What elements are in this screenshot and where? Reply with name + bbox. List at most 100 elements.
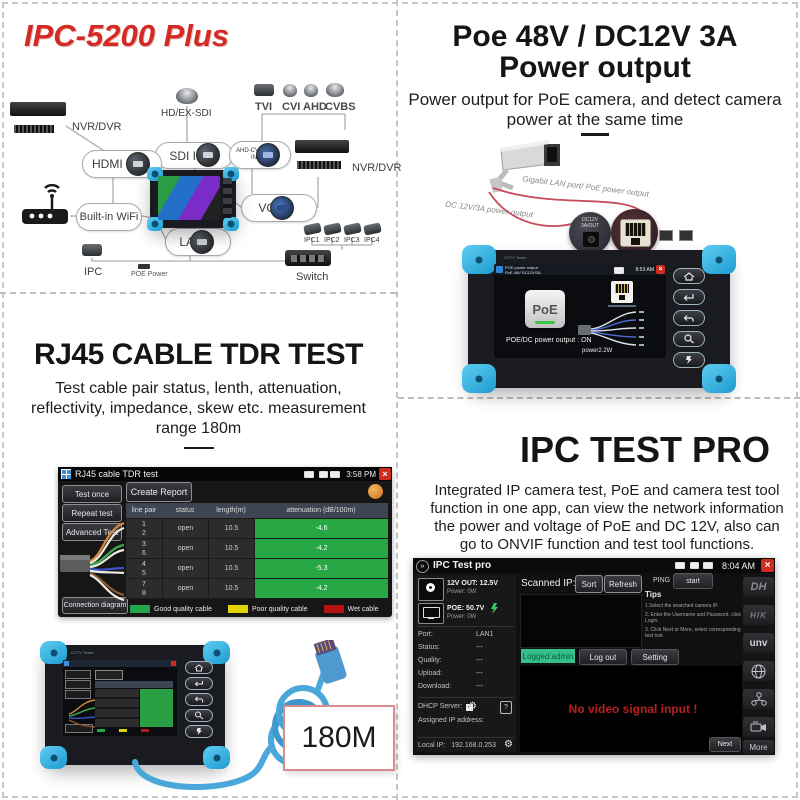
tester-mini-screen (158, 176, 220, 220)
poe-power-reading: power2.2W (582, 348, 613, 354)
poe-v: POE: 50.7V (447, 605, 485, 612)
tip-2: 2. Enter the Username and Password, clic… (645, 612, 741, 624)
hikvision-logo: HIK (750, 610, 767, 620)
log-out-label: Log out (589, 652, 617, 662)
poe-desc-line1: Power output for PoE camera, and detect … (408, 90, 782, 109)
close-icon[interactable]: × (761, 559, 774, 572)
more-button[interactable]: More (743, 740, 774, 754)
tvi-camera (254, 84, 274, 96)
start-button[interactable]: start (673, 573, 713, 589)
tdr-tester-device: CCTV Tester (40, 641, 230, 769)
dc-jack-hole (582, 231, 600, 248)
battery-icon (675, 562, 685, 569)
nvr-device-top (10, 102, 66, 116)
onvif-button[interactable] (743, 661, 774, 681)
ipc3-label: IPC3 (344, 237, 360, 244)
tdr-desc-line2: reflectivity, impedance, skew etc. measu… (31, 400, 366, 417)
flashlight-button[interactable] (673, 352, 705, 368)
dhcp-label: DHCP Server: (418, 703, 463, 710)
table-row[interactable]: 3 6 open 10.5 -4.2 (126, 539, 388, 558)
start-label: start (686, 577, 700, 585)
enter-button[interactable] (673, 289, 705, 305)
attenuation-cell: -4.6 (255, 519, 388, 538)
pair-b: 5 (142, 570, 146, 577)
poe-tester-device: CCTV Tester POE power output PoE 48V DC1… (462, 245, 736, 393)
stat-row-download: Download: --- (418, 683, 514, 690)
repeat-test-button[interactable]: Repeat test (62, 504, 122, 522)
right-horizontal-divider (398, 397, 800, 399)
gear-icon[interactable]: ⚙ (468, 701, 477, 712)
table-row[interactable]: 1 2 open 10.5 -4.6 (126, 519, 388, 538)
rj45-port-callout (611, 209, 658, 256)
stat-value: --- (476, 657, 483, 664)
battery-icon (614, 267, 624, 274)
col-attenuation: attenuation (dB/100m) (286, 507, 356, 514)
uniview-button[interactable]: unv (743, 633, 774, 653)
poe-power-plug-icon (138, 264, 150, 269)
hd-ex-sdi-label: HD/EX-SDI (161, 108, 212, 119)
globe-icon (751, 664, 766, 678)
advanced-test-label: Advanced Test (65, 527, 119, 537)
test-once-button[interactable]: Test once (62, 485, 122, 503)
table-row[interactable]: 7 8 open 10.5 -4.2 (126, 579, 388, 598)
stat-value: LAN1 (476, 631, 494, 638)
manual-icon[interactable]: ? (500, 701, 512, 714)
sort-button[interactable]: Sort (575, 575, 603, 593)
legend-swatch-poor (227, 605, 248, 613)
dc-jack-label-2: 3A/OUT (580, 223, 600, 229)
tip-1: 1.Select the searched camera IP. (645, 603, 719, 609)
poe-toggle-button[interactable]: PoE (525, 290, 565, 328)
scan-list-area[interactable] (520, 594, 642, 648)
log-out-button[interactable]: Log out (579, 649, 627, 665)
lan-connector-icon (190, 230, 214, 254)
pair-a: 3 (142, 541, 146, 548)
ipc-titlebar: » IPC Test pro 8:04 AM × (413, 558, 775, 573)
close-icon[interactable]: × (656, 265, 665, 274)
section-tdr-test: RJ45 CABLE TDR TEST Test cable pair stat… (0, 292, 397, 800)
home-button[interactable] (673, 268, 705, 284)
hdmi-connector-icon (126, 152, 150, 176)
legend-wet-label: Wet cable (347, 605, 379, 613)
col-length: length(m) (216, 507, 246, 514)
dhcp-checkbox[interactable]: ✓ (466, 704, 474, 711)
close-icon[interactable]: × (379, 468, 391, 480)
refresh-button[interactable]: Refresh (604, 575, 642, 593)
cvi-camera (283, 84, 297, 97)
analog-camera-button[interactable] (743, 717, 774, 737)
no-signal-text: No video signal input ! (568, 702, 698, 716)
camera-icon (750, 721, 766, 732)
battery2-icon (703, 562, 713, 569)
local-ip-row: Local IP: 192.168.0.253 (418, 742, 514, 749)
pair-b: 2 (142, 530, 146, 537)
dahua-logo: DH (750, 581, 767, 593)
setting-button[interactable]: Setting (631, 649, 679, 665)
dahua-button[interactable]: DH (743, 577, 774, 597)
connection-diagram-button[interactable]: Connection diagram (62, 597, 128, 614)
logged-admin-button[interactable]: Logged:admin (521, 649, 575, 663)
gear-icon[interactable]: ⚙ (504, 739, 513, 750)
bezel-port-icons (659, 228, 699, 241)
advanced-test-button[interactable]: Advanced Test (62, 523, 122, 541)
ipc1-label: IPC1 (304, 237, 320, 244)
tdr-legend: Good quality cable Poor quality cable We… (130, 603, 390, 615)
connection-diagram-label: Connection diagram (63, 602, 127, 609)
status-cell: open (163, 559, 208, 578)
nvr-device-bottom (10, 121, 62, 138)
poe-power: Power: 0W (447, 614, 477, 620)
length-cell: 10.5 (209, 539, 254, 558)
stat-label: Port: (418, 631, 433, 638)
back-button[interactable] (673, 310, 705, 326)
next-button[interactable]: Next (709, 737, 741, 752)
poe-screen-time: 8:53 AM (635, 267, 654, 273)
wifi-router (22, 183, 68, 224)
create-report-button[interactable]: Create Report (126, 482, 192, 502)
network-tool-button[interactable] (743, 689, 774, 709)
cam-type-ahd: AHD (303, 101, 327, 113)
tdr-time: 3:58 PM (346, 470, 376, 479)
zoom-button[interactable] (673, 331, 705, 347)
ipc-title-text: IPC Test pro (433, 560, 492, 571)
table-row[interactable]: 4 5 open 10.5 -5.3 (126, 559, 388, 578)
hikvision-button[interactable]: HIK (743, 605, 774, 625)
poe-underbar (581, 133, 609, 136)
